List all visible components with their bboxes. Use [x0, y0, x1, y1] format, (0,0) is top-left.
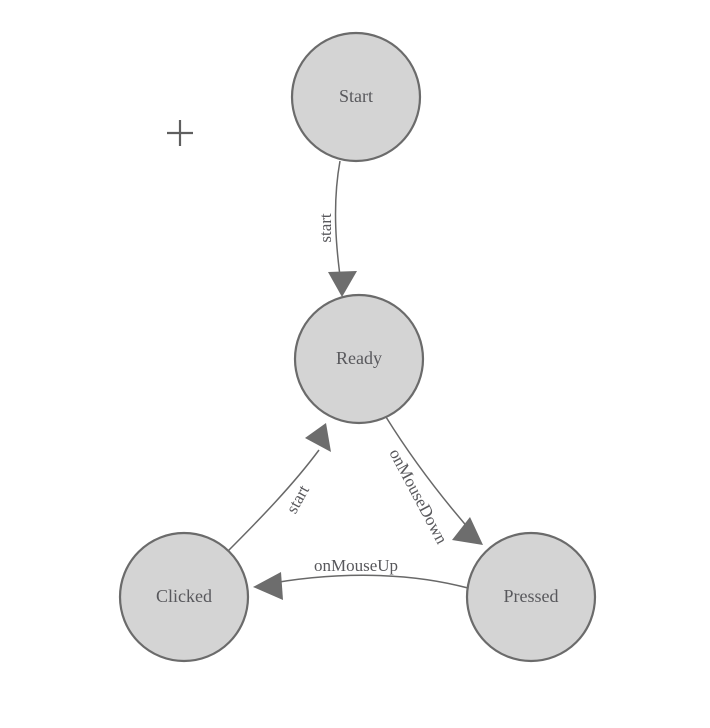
- node-circle[interactable]: [293, 293, 425, 425]
- edge-pressed-to-clicked[interactable]: onMouseUp: [253, 556, 469, 600]
- node-label: Clicked: [156, 586, 212, 606]
- edge-ready-to-pressed[interactable]: onMouseDown: [385, 416, 483, 547]
- edge-line: [334, 160, 343, 291]
- edge-label: start: [316, 213, 335, 243]
- node-circle[interactable]: [465, 531, 597, 663]
- node-label: Ready: [336, 348, 382, 368]
- edge-line: [226, 449, 320, 553]
- crosshair-marker: [167, 120, 193, 146]
- node-clicked[interactable]: Clicked: [118, 531, 250, 663]
- edge-clicked-to-ready[interactable]: start: [226, 423, 331, 553]
- node-ready[interactable]: Ready: [293, 293, 425, 425]
- edge-label: start: [282, 482, 313, 517]
- node-circle[interactable]: [118, 531, 250, 663]
- arrowhead-icon: [328, 271, 357, 297]
- arrowhead-icon: [305, 423, 331, 452]
- edge-label: onMouseUp: [314, 556, 398, 575]
- node-label: Start: [339, 86, 373, 106]
- arrowhead-icon: [253, 572, 283, 600]
- edge-start-to-ready[interactable]: start: [316, 160, 357, 297]
- node-circle[interactable]: [290, 31, 422, 163]
- edge-line: [261, 574, 469, 589]
- node-start[interactable]: Start: [290, 31, 422, 163]
- node-pressed[interactable]: Pressed: [465, 531, 597, 663]
- arrowhead-icon: [452, 517, 483, 545]
- node-label: Pressed: [504, 586, 559, 606]
